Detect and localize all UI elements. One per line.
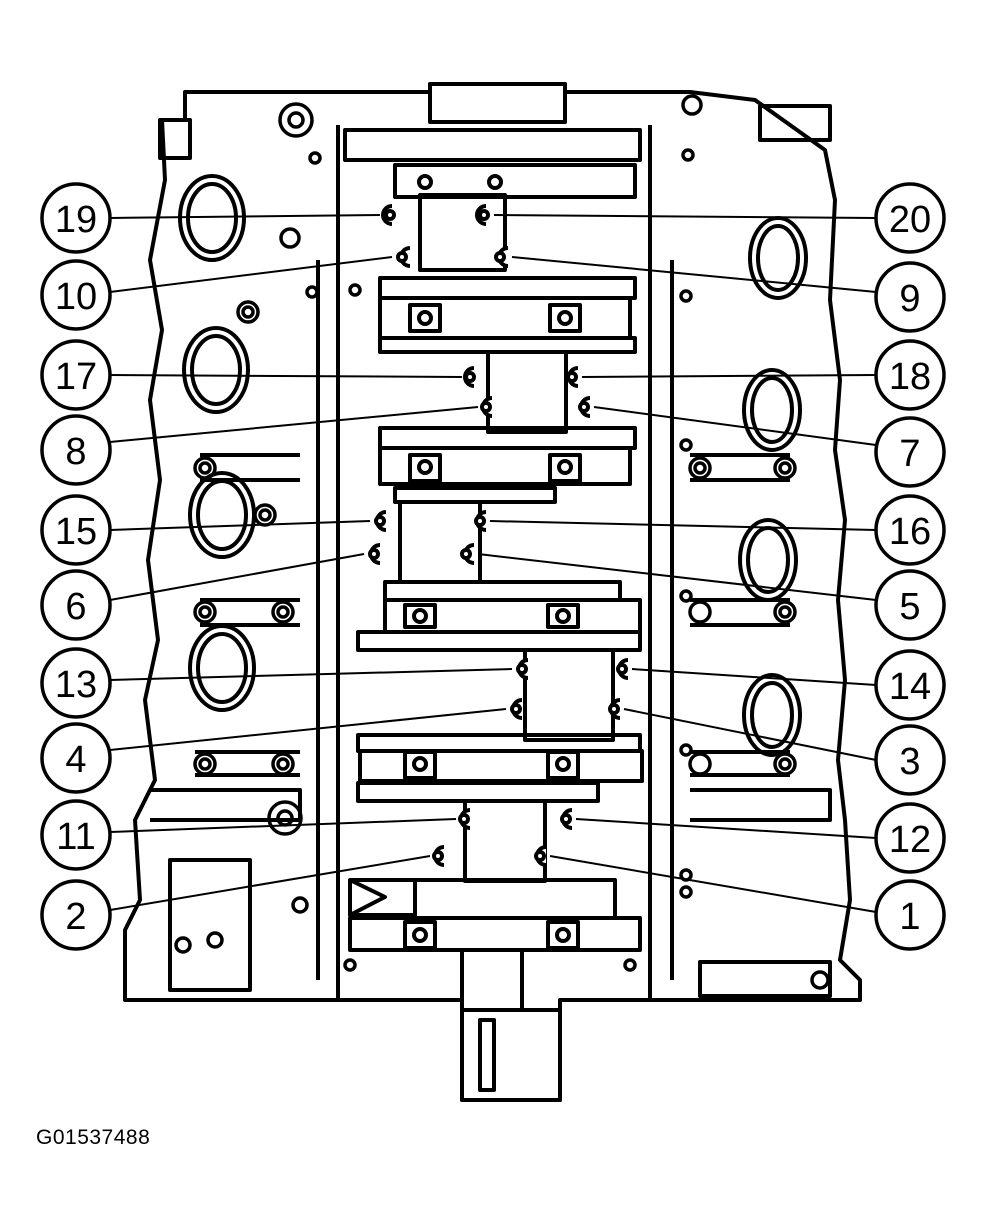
callout-8: 8	[40, 414, 112, 486]
callout-18: 18	[874, 339, 946, 411]
callout-6: 6	[40, 569, 112, 641]
callout-label: 13	[55, 664, 97, 706]
callouts-left: 19 10 17 8 15 6 13 4 11 2	[40, 182, 112, 951]
callout-17: 17	[40, 339, 112, 411]
engine-block	[123, 82, 862, 1102]
callout-label: 14	[889, 666, 931, 708]
callout-label: 10	[55, 276, 97, 318]
bearing-caps	[348, 163, 644, 952]
callouts-right: 20 9 18 7 16 5 14 3 12 1	[874, 182, 946, 951]
callout-label: 8	[65, 431, 86, 473]
callout-1: 1	[874, 879, 946, 951]
callout-5: 5	[874, 569, 946, 641]
callout-12: 12	[874, 802, 946, 874]
callout-2: 2	[40, 879, 112, 951]
callout-7: 7	[874, 416, 946, 488]
callout-label: 20	[889, 199, 931, 241]
callout-4: 4	[40, 722, 112, 794]
callout-label: 1	[899, 896, 920, 938]
callout-9: 9	[874, 261, 946, 333]
callout-label: 11	[56, 816, 95, 858]
callout-label: 6	[65, 586, 86, 628]
callout-label: 7	[899, 433, 920, 475]
bolt-markers	[368, 204, 629, 867]
callout-label: 17	[55, 356, 97, 398]
callout-label: 9	[899, 278, 920, 320]
callout-16: 16	[874, 494, 946, 566]
callout-14: 14	[874, 649, 946, 721]
callout-10: 10	[40, 259, 112, 331]
callout-3: 3	[874, 724, 946, 796]
callout-label: 4	[65, 739, 86, 781]
bolt-holes	[174, 94, 830, 990]
callout-11: 11	[40, 799, 112, 871]
callout-label: 5	[899, 586, 920, 628]
callout-20: 20	[874, 182, 946, 254]
figure-id: G01537488	[36, 1126, 151, 1149]
callout-label: 2	[65, 896, 86, 938]
callout-label: 18	[889, 356, 931, 398]
callout-label: 12	[889, 819, 931, 861]
callout-19: 19	[40, 182, 112, 254]
callout-13: 13	[40, 647, 112, 719]
callout-label: 19	[55, 199, 97, 241]
callout-label: 3	[899, 741, 920, 783]
callout-15: 15	[40, 494, 112, 566]
callout-label: 15	[55, 511, 97, 553]
leader-lines	[109, 214, 877, 913]
callout-label: 16	[889, 511, 931, 553]
